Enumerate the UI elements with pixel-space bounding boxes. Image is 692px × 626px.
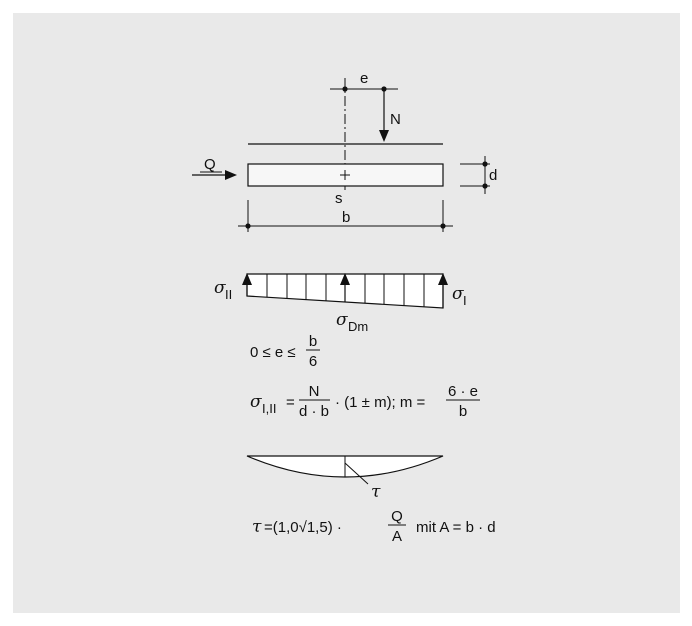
condition-denominator: 6 <box>309 353 317 370</box>
sigma-ii-symbol: σ <box>214 278 226 298</box>
figure-panel <box>13 13 680 613</box>
dimension-dot <box>440 223 446 229</box>
tau-formula-left: =(1,0√1,5) · <box>264 519 342 536</box>
stress-arrow-mid-head <box>340 273 350 285</box>
stress-formula-sigma: σ <box>250 392 262 412</box>
condition-formula: 0 ≤ e ≤ b 6 <box>250 333 320 370</box>
sigma-i-subscript: I <box>463 293 467 308</box>
thickness-label: d <box>489 167 497 184</box>
shear-q-arrowhead <box>225 170 237 180</box>
tau-formula-denominator: A <box>392 528 402 545</box>
tau-leader-line <box>344 462 369 485</box>
dimension-dot <box>245 223 251 229</box>
tau-formula-numerator: Q <box>391 508 403 525</box>
plate-diagram: e N s Q d b <box>192 70 497 232</box>
load-n-label: N <box>390 111 401 128</box>
sigma-i-symbol: σ <box>452 284 464 304</box>
shear-q-label: Q <box>204 156 216 173</box>
stress-formula-middle: · (1 ± m); m = <box>335 394 426 411</box>
tau-formula: τ =(1,0√1,5) · Q A mit A = b · d <box>252 508 496 545</box>
sigma-dm-symbol: σ <box>336 310 348 330</box>
sigma-dm-subscript: Dm <box>348 319 368 334</box>
sigma-ii-subscript: II <box>225 287 232 302</box>
stress-formula-equals: = <box>286 394 295 411</box>
condition-numerator: b <box>309 333 317 350</box>
tau-formula-symbol: τ <box>252 517 262 537</box>
width-label: b <box>342 209 350 226</box>
stress-formula-numerator: N <box>309 383 320 400</box>
stress-arrow-left-head <box>242 273 252 285</box>
tau-label: τ <box>371 482 381 502</box>
m-denominator: b <box>459 403 467 420</box>
stress-hatching <box>266 274 425 307</box>
eccentricity-label: e <box>360 70 368 87</box>
tau-formula-right: mit A = b · d <box>416 519 496 536</box>
m-numerator: 6 · e <box>448 383 478 400</box>
shear-diagram: τ <box>246 455 444 502</box>
centroid-label: s <box>335 190 343 207</box>
stress-diagram: σ II σ I σ Dm <box>214 273 467 334</box>
load-n-arrowhead <box>379 130 389 142</box>
stress-formula-denominator: d · b <box>299 403 329 420</box>
stress-formula-subscript: I,II <box>262 401 276 416</box>
condition-left: 0 ≤ e ≤ <box>250 344 296 361</box>
dimension-dot <box>342 86 348 92</box>
dimension-dot <box>482 161 488 167</box>
stress-arrow-right-head <box>438 273 448 285</box>
stress-formula: σ I,II = N d · b · (1 ± m); m = 6 · e b <box>250 383 480 420</box>
dimension-dot <box>482 183 488 189</box>
